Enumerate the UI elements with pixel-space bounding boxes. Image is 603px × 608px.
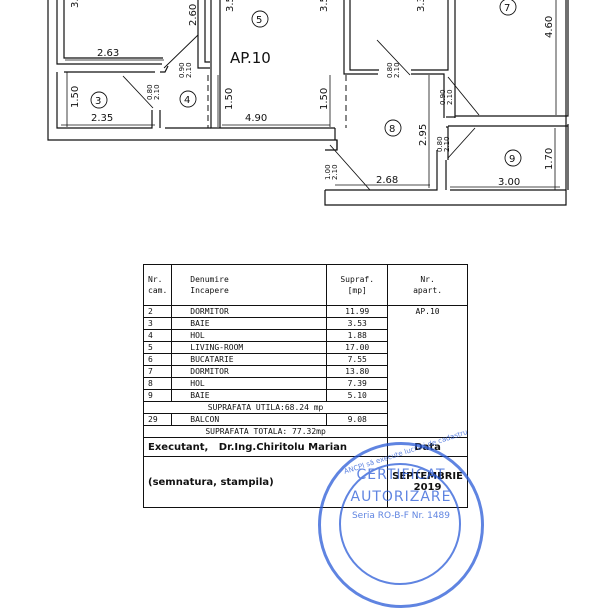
openings <box>207 75 347 128</box>
room-marker-7: 7 <box>499 0 517 16</box>
svg-text:2.10: 2.10 <box>393 62 401 78</box>
walls <box>47 0 569 206</box>
header-area: Supraf.[mp] <box>326 264 389 306</box>
door-tag-c: 0.80 2.10 <box>386 62 401 78</box>
svg-text:3: 3 <box>95 96 101 107</box>
dim-1-70: 1.70 <box>544 148 555 170</box>
dim-2-68: 2.68 <box>376 175 398 186</box>
door-tag-b: 0.80 2.10 <box>146 84 161 100</box>
room-marker-8: 8 <box>384 119 402 137</box>
svg-text:2.10: 2.10 <box>446 89 454 105</box>
dim-2-63: 2.63 <box>97 48 119 59</box>
door-tag-f: 1.00 2.10 <box>324 164 339 180</box>
svg-text:9: 9 <box>509 154 515 165</box>
dim-2-35: 2.35 <box>91 113 113 124</box>
door-tag-a: 0.90 2.10 <box>178 62 193 78</box>
svg-text:0.90: 0.90 <box>178 62 186 78</box>
dim-1-50-a: 1.50 <box>70 86 81 108</box>
dim-4-90: 4.90 <box>245 113 267 124</box>
door-tag-d: 0.90 2.10 <box>439 89 454 105</box>
room-marker-9: 9 <box>504 149 522 167</box>
header-nr-cam: Nr.cam. <box>142 264 173 306</box>
balcony-row: 29 BALCON 9.08 <box>142 413 468 426</box>
table-row: 8 HOL 7.39 <box>142 377 468 390</box>
door-tag-e: 0.80 2.10 <box>436 136 451 152</box>
dimension-lines <box>61 0 560 190</box>
room-marker-5: 5 <box>251 10 269 28</box>
date-label: Data <box>387 437 468 457</box>
signature-label: (semnatura, stampila) <box>142 456 389 508</box>
header-apartment: Nr.apart. <box>387 264 468 306</box>
dim-1-50-b: 1.50 <box>224 88 235 110</box>
svg-text:5: 5 <box>256 15 262 26</box>
dim-4-60: 4.60 <box>544 16 555 38</box>
executant-name: Dr.Ing.Chiritolu Marian <box>218 441 348 453</box>
apartment-cell: AP.10 <box>387 305 468 438</box>
dim-3-5-right: 3.5 <box>319 0 330 12</box>
dim-3-5-left: 3.5 <box>70 0 81 8</box>
table-row: 6 BUCATARIE 7.55 <box>142 353 468 366</box>
dim-2-95: 2.95 <box>418 124 429 146</box>
svg-text:7: 7 <box>504 3 510 14</box>
floor-plan: AP.10 3 4 5 7 8 9 2.63 2.35 4.90 2.68 3.… <box>47 0 569 206</box>
svg-text:0.80: 0.80 <box>386 62 394 78</box>
svg-text:2.10: 2.10 <box>153 84 161 100</box>
svg-text:0.80: 0.80 <box>146 84 154 100</box>
executant-cell: Executant, Dr.Ing.Chiritolu Marian <box>142 437 389 457</box>
svg-text:2.10: 2.10 <box>443 136 451 152</box>
svg-text:0.90: 0.90 <box>439 89 447 105</box>
room-marker-4: 4 <box>179 90 197 108</box>
dim-3-5-mid: 3.5 <box>225 0 236 12</box>
svg-text:1.00: 1.00 <box>324 164 332 180</box>
svg-text:4: 4 <box>184 95 190 106</box>
stamp-line-3: Seria RO-B-F Nr. 1489 <box>351 511 451 521</box>
svg-text:2.10: 2.10 <box>331 164 339 180</box>
dim-2-60: 2.60 <box>188 4 199 26</box>
dim-1-50-c: 1.50 <box>319 88 330 110</box>
dim-3-3: 3.3 <box>416 0 427 12</box>
svg-text:2.10: 2.10 <box>185 62 193 78</box>
table-row: 5 LIVING-ROOM 17.00 <box>142 341 468 354</box>
svg-text:8: 8 <box>389 124 395 135</box>
apartment-label: AP.10 <box>230 49 271 67</box>
door-swings <box>122 34 480 191</box>
table-row: 9 BAIE 5.10 <box>142 389 468 402</box>
dim-3-00: 3.00 <box>498 177 520 188</box>
table-row: 2 DORMITOR 11.99 AP.10 <box>142 305 468 438</box>
room-marker-3: 3 <box>90 91 108 109</box>
svg-text:0.80: 0.80 <box>436 136 444 152</box>
executant-row: Executant, Dr.Ing.Chiritolu Marian Data <box>142 437 468 457</box>
